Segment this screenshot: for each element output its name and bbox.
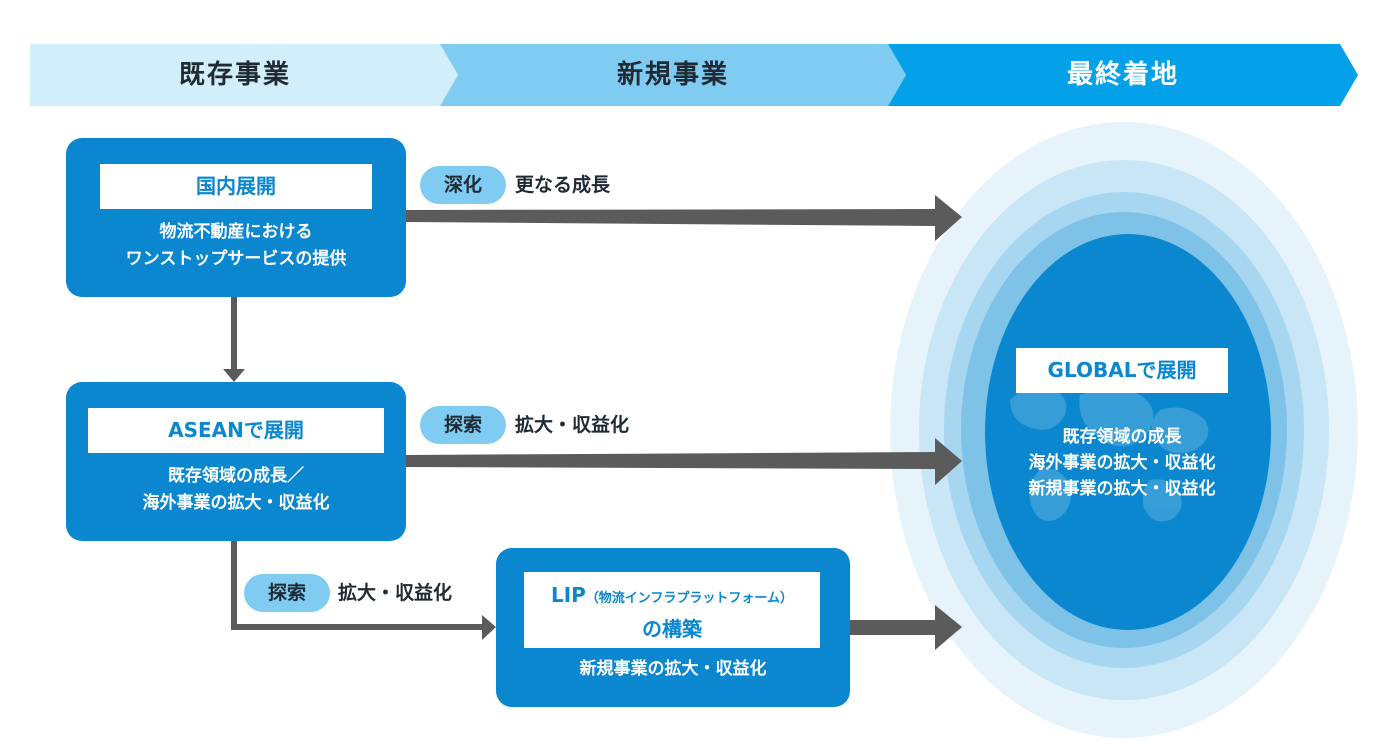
- arrow3-text: 拡大・収益化: [338, 582, 453, 604]
- connector-down: [231, 296, 237, 370]
- domestic-desc-line2: ワンストップサービスの提供: [125, 249, 347, 269]
- phase-label-final: 最終着地: [1066, 60, 1179, 90]
- lip-title-line2: の構築: [642, 617, 702, 641]
- global-line2: 海外事業の拡大・収益化: [1028, 453, 1216, 473]
- lip-desc: 新規事業の拡大・収益化: [579, 659, 767, 679]
- asean-desc-line2: 海外事業の拡大・収益化: [142, 493, 330, 513]
- connector-down-head: [223, 369, 245, 382]
- phase-banner-2: [440, 44, 906, 106]
- arrow2-text: 拡大・収益化: [515, 414, 630, 436]
- lip-box: LIP（物流インフラプラットフォーム） の構築 新規事業の拡大・収益化: [496, 548, 850, 707]
- arrows: [223, 195, 962, 650]
- asean-desc-line1: 既存領域の成長／: [168, 466, 304, 486]
- domestic-desc-line1: 物流不動産における: [159, 222, 313, 242]
- domestic-title: 国内展開: [100, 164, 372, 209]
- arrow-2: [406, 438, 962, 485]
- global-title: GLOBALで展開: [1016, 348, 1228, 393]
- lip-title-paren: （物流インフラプラットフォーム）: [585, 591, 794, 606]
- connector-lip-head: [482, 615, 496, 640]
- asean-box: ASEANで展開 既存領域の成長／ 海外事業の拡大・収益化: [66, 382, 406, 541]
- lip-title-main: LIP: [550, 583, 586, 607]
- arrow-3: [850, 605, 962, 650]
- global-core: [985, 234, 1271, 630]
- world-map-icon: [1010, 386, 1209, 522]
- phase-banner-3: [888, 44, 1358, 106]
- arrow2-tag: 探索: [420, 406, 506, 444]
- connector-lip-horizontal: [231, 624, 484, 630]
- phase-label-new: 新規事業: [616, 60, 729, 90]
- phase-label-existing: 既存事業: [178, 60, 291, 90]
- asean-title: ASEANで展開: [88, 408, 384, 453]
- lip-title: LIP（物流インフラプラットフォーム） の構築: [524, 572, 820, 648]
- arrow3-tag: 探索: [244, 574, 330, 612]
- global-line1: 既存領域の成長: [1062, 427, 1182, 447]
- arrow1-tag: 深化: [420, 166, 506, 204]
- arrow1-text: 更なる成長: [515, 174, 611, 196]
- connector-lip-vertical: [231, 540, 237, 630]
- phase-banner-1: [30, 44, 458, 106]
- global-line3: 新規事業の拡大・収益化: [1028, 479, 1216, 499]
- arrow-1: [406, 195, 962, 241]
- domestic-box: 国内展開 物流不動産における ワンストップサービスの提供: [66, 138, 406, 297]
